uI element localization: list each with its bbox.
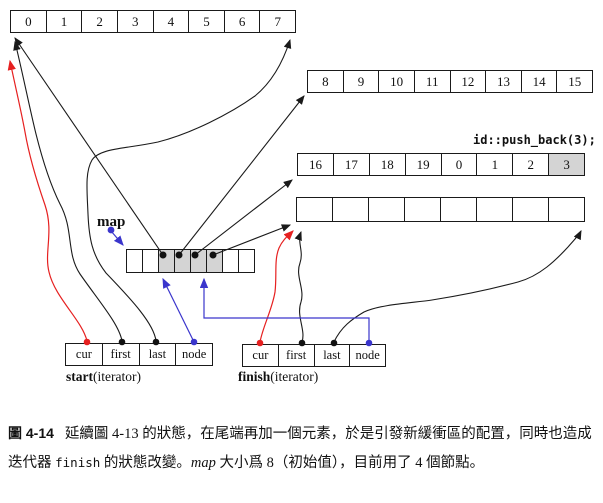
- arrow-finish-last-to-buffer-spare-end: [333, 230, 582, 343]
- start-iterator-box: cur first last node: [65, 343, 213, 366]
- start-first-field: first: [101, 343, 140, 366]
- finish-iterator-name: finish: [238, 369, 271, 384]
- arrow-start-node-to-mapnode2: [162, 277, 195, 343]
- buffer-cell: 4: [152, 10, 190, 33]
- buffer-cell-empty: [548, 197, 585, 222]
- arrow-start-first-to-buffer-0-7: [13, 40, 123, 342]
- start-iterator-name: start: [66, 369, 93, 384]
- finish-node-field: node: [349, 344, 386, 367]
- start-iterator-label: start(iterator): [66, 369, 141, 385]
- map-node-cell-used: [190, 249, 207, 273]
- buffer-cell: 15: [556, 70, 593, 93]
- buffer-cell: 11: [413, 70, 451, 93]
- caption-text-2: 的狀態改變。: [100, 454, 191, 471]
- buffer-cell: 2: [81, 10, 118, 33]
- arrow-start-last-to-buffer-0-7-end: [86, 38, 292, 342]
- code-annotation: id::push_back(3);: [473, 133, 596, 147]
- finish-first-field: first: [277, 344, 315, 367]
- buffer-cell-empty: [368, 197, 405, 222]
- buffer-cell: 12: [449, 70, 487, 93]
- arrow-map-label-to-map-array: [110, 230, 124, 246]
- buffer-cell: 1: [45, 10, 83, 33]
- map-node-cell-used: [174, 249, 191, 273]
- buffer-cell: 5: [188, 10, 225, 33]
- buffer-cell: 9: [342, 70, 380, 93]
- caption-text-3: 大小爲 8（初始值），目前用了 4 個節點。: [215, 454, 485, 471]
- arrow-start-cur-to-element-0: [7, 59, 88, 342]
- start-iterator-suffix: (iterator): [93, 369, 141, 384]
- start-node-field: node: [175, 343, 213, 366]
- buffer-cell: 8: [307, 70, 344, 93]
- finish-last-field: last: [313, 344, 351, 367]
- buffer-cell: 17: [332, 153, 370, 176]
- buffer-cell: 19: [404, 153, 442, 176]
- map-array: [126, 249, 255, 273]
- finish-cur-field: cur: [242, 344, 279, 367]
- finish-iterator-suffix: (iterator): [270, 369, 319, 384]
- buffer-array-16-3: 16 17 18 19 0 1 2 3: [297, 153, 585, 176]
- map-node-cell: [238, 249, 255, 273]
- buffer-cell: 13: [485, 70, 522, 93]
- finish-iterator-label: finish(iterator): [238, 369, 318, 385]
- map-node-cell-used: [158, 249, 175, 273]
- buffer-cell: 6: [223, 10, 261, 33]
- buffer-cell-empty: [440, 197, 477, 222]
- map-node-cell: [126, 249, 143, 273]
- buffer-cell: 0: [10, 10, 47, 33]
- buffer-cell: 18: [368, 153, 406, 176]
- buffer-cell-empty: [296, 197, 333, 222]
- buffer-cell-empty: [476, 197, 513, 222]
- arrow-mapnode3-to-buffer-8-15: [178, 95, 305, 256]
- map-node-cell-used: [206, 249, 223, 273]
- buffer-cell: 2: [512, 153, 550, 176]
- finish-iterator-box: cur first last node: [242, 344, 386, 367]
- figure-number: 圖 4-14: [8, 425, 54, 441]
- map-label: map: [97, 214, 126, 230]
- buffer-cell: 3: [116, 10, 154, 33]
- buffer-array-8-15: 8 9 10 11 12 13 14 15: [307, 70, 593, 93]
- caption-italic-map: map: [190, 454, 216, 471]
- buffer-array-spare: [296, 197, 585, 222]
- arrow-finish-cur-to-buffer-spare: [259, 230, 294, 343]
- buffer-cell: 0: [440, 153, 478, 176]
- buffer-cell: 16: [297, 153, 334, 176]
- arrow-mapnode2-to-buffer-0-7: [14, 37, 164, 256]
- start-last-field: last: [138, 343, 177, 366]
- map-node-cell: [222, 249, 239, 273]
- arrow-mapnode4-to-buffer-16-3: [194, 179, 293, 256]
- arrow-finish-node-to-mapnode5: [199, 277, 370, 343]
- caption-text-1: 延續圖 4-13 的狀態，在尾端再加一個元素，於是引發新緩衝區的配置，同時也造成…: [8, 426, 592, 471]
- buffer-cell-empty: [404, 197, 441, 222]
- arrow-finish-first-to-buffer-spare: [294, 230, 304, 343]
- map-node-cell: [142, 249, 159, 273]
- buffer-cell-new-element: 3: [548, 153, 585, 176]
- buffer-cell: 7: [259, 10, 296, 33]
- caption-code-finish: finish: [55, 454, 101, 470]
- pointer-dots: [83, 226, 373, 347]
- buffer-cell: 10: [378, 70, 415, 93]
- buffer-cell: 1: [476, 153, 514, 176]
- buffer-cell-empty: [332, 197, 369, 222]
- buffer-cell: 14: [520, 70, 558, 93]
- start-cur-field: cur: [65, 343, 103, 366]
- buffer-cell-empty: [512, 197, 549, 222]
- buffer-array-0-7: 0 1 2 3 4 5 6 7: [10, 10, 296, 33]
